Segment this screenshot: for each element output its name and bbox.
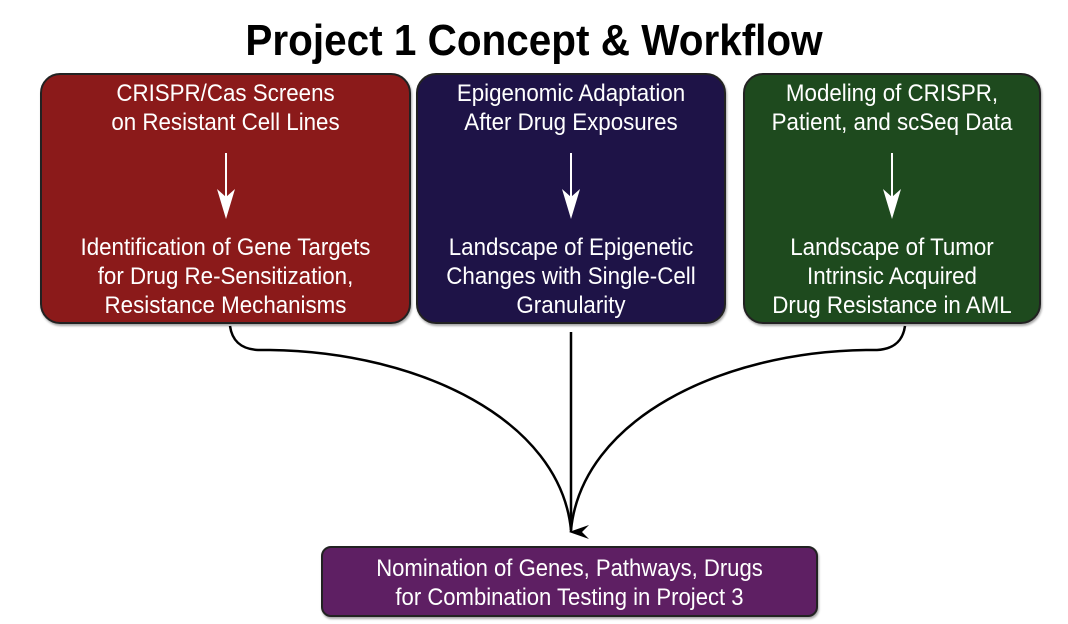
down-arrow-icon — [883, 153, 901, 219]
data-modeling-outcome: Landscape of Tumor Intrinsic Acquired Dr… — [772, 234, 1012, 319]
down-arrow-icon — [562, 153, 580, 219]
epigenomic-adaptation-title: Epigenomic Adaptation After Drug Exposur… — [456, 80, 686, 136]
data-modeling-box: Modeling of CRISPR, Patient, and scSeq D… — [743, 73, 1041, 324]
data-modeling-title: Modeling of CRISPR, Patient, and scSeq D… — [771, 80, 1013, 136]
down-arrow-icon — [216, 153, 235, 219]
nomination-output-box: Nomination of Genes, Pathways, Drugs for… — [321, 546, 818, 617]
diagram-title: Project 1 Concept & Workflow — [245, 16, 823, 65]
nomination-output-text: Nomination of Genes, Pathways, Drugs for… — [376, 555, 763, 611]
left-connector — [228, 325, 573, 531]
right-connector — [569, 325, 907, 531]
crispr-screens-title: CRISPR/Cas Screens on Resistant Cell Lin… — [111, 80, 340, 136]
crispr-screens-box: CRISPR/Cas Screens on Resistant Cell Lin… — [40, 73, 411, 324]
crispr-screens-outcome: Identification of Gene Targets for Drug … — [80, 234, 371, 319]
epigenomic-adaptation-outcome: Landscape of Epigenetic Changes with Sin… — [446, 234, 696, 319]
epigenomic-adaptation-box: Epigenomic Adaptation After Drug Exposur… — [416, 73, 726, 324]
